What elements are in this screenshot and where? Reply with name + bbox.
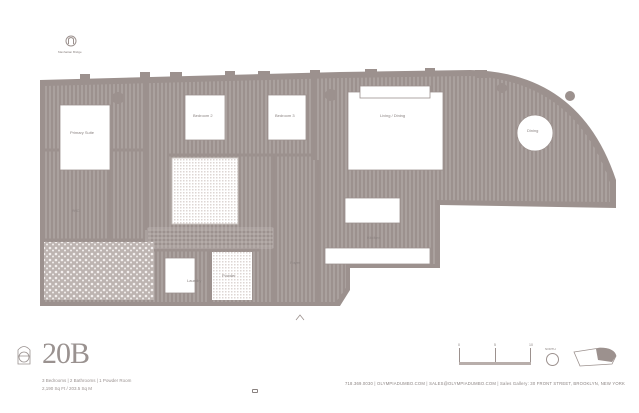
furniture (59, 85, 554, 294)
room-kitchen: Kitchen (367, 235, 381, 240)
columns (80, 68, 575, 104)
camera-icon (252, 389, 258, 393)
entry-arrow-icon (295, 314, 305, 321)
room-wic: WIC (72, 208, 80, 213)
scale-tick: 0 (458, 343, 460, 347)
room-laundry: Laundry (187, 278, 202, 283)
room-powder: Powder (222, 273, 236, 278)
landmark-label: Manhattan Bridge (58, 50, 82, 54)
contact-info: 718.369.0030 | OLYMPIADUMBO.COM | SALES@… (345, 381, 626, 386)
room-bedroom-2: Bedroom 2 (193, 113, 213, 118)
room-bedroom-3: Bedroom 3 (275, 113, 295, 118)
north-label: NORTH (545, 347, 556, 351)
compass-icon (546, 353, 559, 366)
room-living-dining: Living / Dining (380, 113, 406, 118)
unit-area: 2,190 Sq Ft / 203.5 Sq M (42, 386, 93, 391)
olympia-logo (17, 346, 31, 365)
legal-disclaimer (262, 389, 620, 399)
building-keyplan (573, 347, 617, 367)
manhattan-bridge-icon (65, 35, 77, 47)
floor-plan (40, 35, 616, 321)
room-foyer: Foyer (290, 260, 301, 265)
scale-tick: 5 (494, 343, 496, 347)
unit-summary: 3 Bedrooms | 2 Bathrooms | 1 Powder Room (42, 378, 132, 383)
scale-bar: 0 5 10 (458, 343, 533, 365)
room-primary-suite: Primary Suite (70, 130, 95, 135)
room-dining: Dining (527, 128, 539, 133)
unit-number: 20B (42, 337, 90, 370)
scale-tick: 10 (529, 343, 533, 347)
